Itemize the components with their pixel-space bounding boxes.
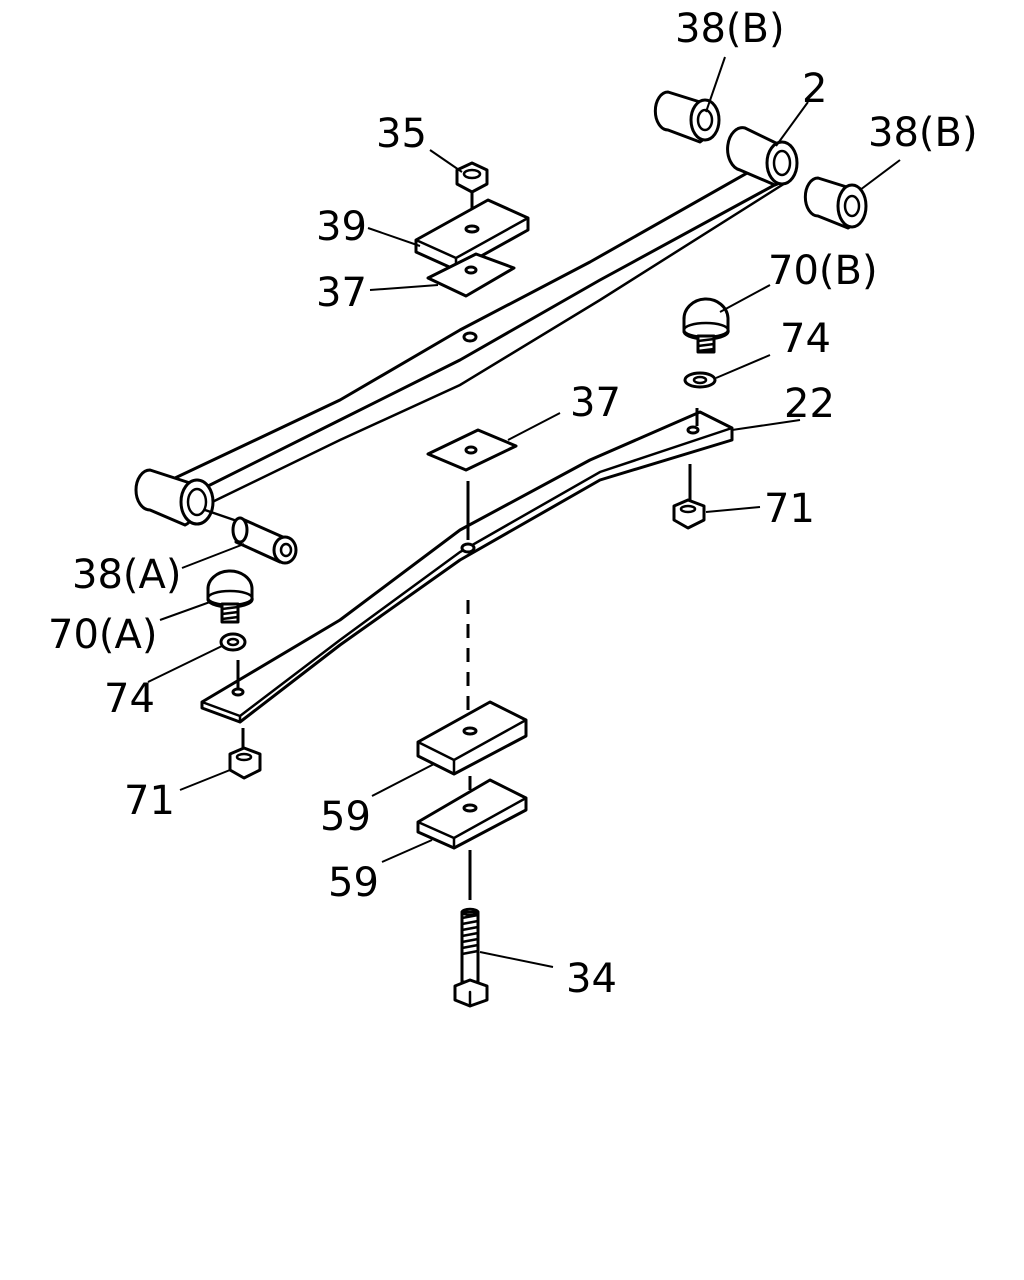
callout-71-left: 71 xyxy=(124,778,175,824)
second-leaf-spring xyxy=(200,410,734,724)
callout-70b: 70(B) xyxy=(768,248,878,294)
plate-59-upper xyxy=(416,700,528,776)
bolt-34 xyxy=(453,907,489,1008)
washer-74-left xyxy=(219,632,247,652)
bumper-70b xyxy=(682,297,730,354)
callout-74-right: 74 xyxy=(780,316,831,362)
main-leaf-left-eye xyxy=(134,468,215,527)
callout-37-mid: 37 xyxy=(570,380,621,426)
callout-2: 2 xyxy=(802,66,827,112)
nut-71-left xyxy=(228,728,262,780)
callout-34: 34 xyxy=(566,956,617,1002)
callout-38b-top: 38(B) xyxy=(675,6,785,52)
nut-71-right xyxy=(672,464,706,530)
bushing-38b-right xyxy=(803,176,868,230)
pin-38a xyxy=(203,508,298,565)
shim-37-mid xyxy=(426,428,518,472)
leader-lines xyxy=(147,56,901,968)
callout-59-upper: 59 xyxy=(320,794,371,840)
bumper-70a xyxy=(206,569,254,624)
callout-71-right: 71 xyxy=(764,486,815,532)
callout-38b-right: 38(B) xyxy=(868,110,978,156)
callout-37-upper: 37 xyxy=(316,270,367,316)
bushing-38b-top xyxy=(653,90,721,144)
callout-38a: 38(A) xyxy=(72,552,181,598)
callout-59-lower: 59 xyxy=(328,860,379,906)
callout-39: 39 xyxy=(316,204,367,250)
washer-74-right xyxy=(683,371,717,389)
plate-59-lower xyxy=(416,778,528,850)
callout-35: 35 xyxy=(376,111,427,157)
callout-22: 22 xyxy=(784,381,835,427)
main-leaf-right-eye xyxy=(726,126,799,187)
shim-37-upper xyxy=(426,252,516,298)
callout-70a: 70(A) xyxy=(48,612,157,658)
callout-74-left: 74 xyxy=(104,676,155,722)
